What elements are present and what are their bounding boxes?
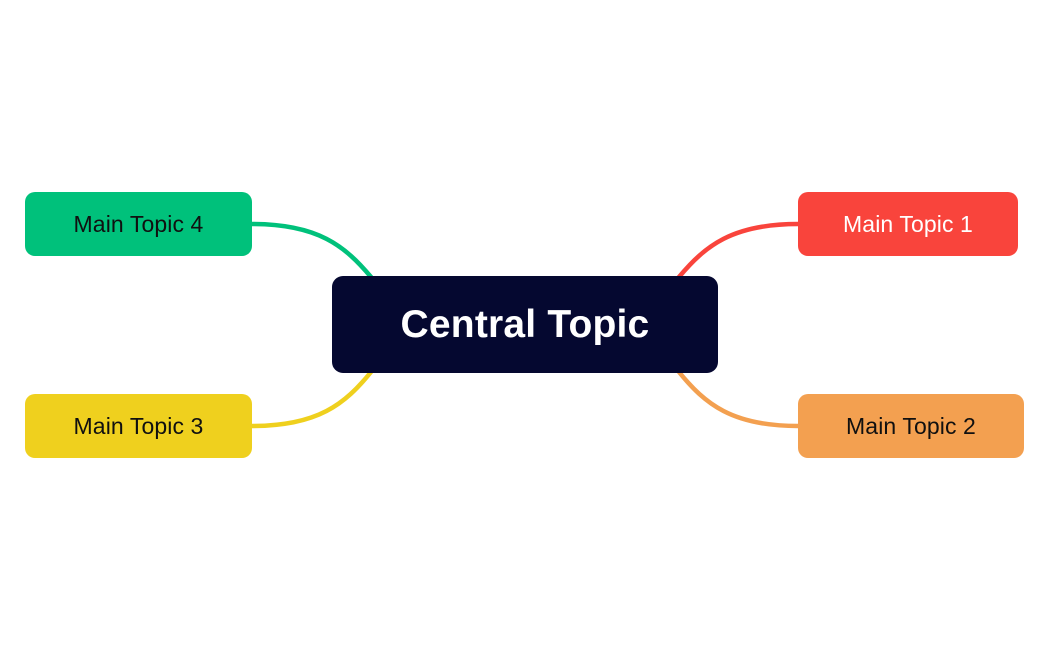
mindmap-node-label: Main Topic 3	[73, 412, 204, 439]
mindmap-node-main-topic-3[interactable]: Main Topic 3	[25, 394, 252, 458]
connector-central-to-topic1	[676, 221, 801, 280]
mindmap-central-label: Central Topic	[400, 302, 650, 346]
mindmap-node-central-topic[interactable]: Central Topic	[332, 276, 718, 373]
mindmap-node-main-topic-2[interactable]: Main Topic 2	[798, 394, 1024, 458]
mindmap-node-label: Main Topic 1	[843, 210, 973, 237]
connector-central-to-topic4	[249, 221, 374, 280]
connector-central-to-topic3	[249, 369, 374, 429]
mindmap-node-label: Main Topic 4	[73, 210, 204, 237]
mindmap-node-label: Main Topic 2	[846, 412, 976, 439]
mindmap-node-main-topic-4[interactable]: Main Topic 4	[25, 192, 252, 256]
mindmap-node-main-topic-1[interactable]: Main Topic 1	[798, 192, 1018, 256]
connector-central-to-topic2	[676, 369, 801, 429]
